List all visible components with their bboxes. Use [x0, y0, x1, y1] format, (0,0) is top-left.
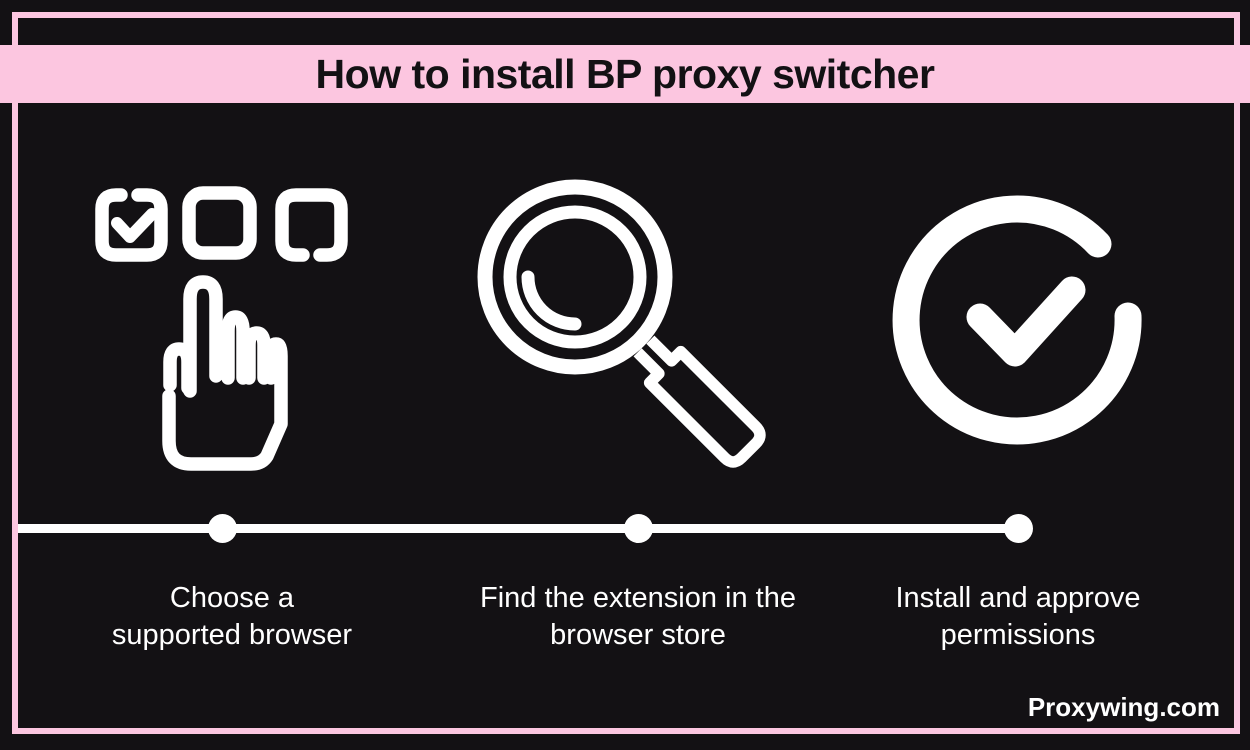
timeline-line: [18, 524, 1019, 533]
timeline-dot-1: [208, 514, 237, 543]
step-label-1-line1: Choose a: [169, 582, 295, 614]
magnifier-search-icon: [460, 166, 766, 472]
header-band: How to install BP proxy switcher: [0, 45, 1250, 103]
hand-middle-finger: [221, 310, 250, 385]
check-circle-icon: [885, 190, 1149, 454]
step-label-3: Install and approve permissions: [808, 580, 1228, 654]
checkbox-empty-outline-2: [275, 188, 348, 262]
browser-choice-hand-icon: [85, 180, 365, 480]
magnifier-outer-ring: [477, 179, 673, 375]
magnifier-handle: [633, 335, 766, 468]
step-label-2-line2: browser store: [550, 619, 726, 651]
pink-border-frame: [12, 12, 1240, 734]
circle-arc: [892, 195, 1142, 445]
hand-index-finger: [183, 275, 223, 398]
step-label-1-line2: supported browser: [111, 619, 353, 651]
hand-palm: [162, 337, 288, 471]
checkbox-checkmark: [111, 208, 158, 243]
step-label-2: Find the extension in the browser store: [428, 580, 848, 654]
magnifier-inner-ring: [503, 205, 647, 349]
magnifier-lens-glare: [521, 270, 582, 331]
step-label-3-line1: Install and approve: [895, 582, 1141, 614]
checkmark: [966, 276, 1086, 367]
brand-text: Proxywing.com: [1027, 692, 1220, 722]
hand-ring-finger: [242, 326, 271, 385]
timeline-dot-2: [624, 514, 653, 543]
timeline-dot-3: [1004, 514, 1033, 543]
checkbox-empty-outline: [182, 186, 257, 260]
page-title: How to install BP proxy switcher: [315, 50, 935, 97]
step-label-1: Choose a supported browser: [22, 580, 442, 654]
hand-thumb: [163, 342, 195, 395]
checkbox-checked-outline: [95, 188, 168, 262]
step-label-3-line2: permissions: [940, 619, 1096, 651]
step-label-2-line1: Find the extension in the: [480, 582, 796, 614]
